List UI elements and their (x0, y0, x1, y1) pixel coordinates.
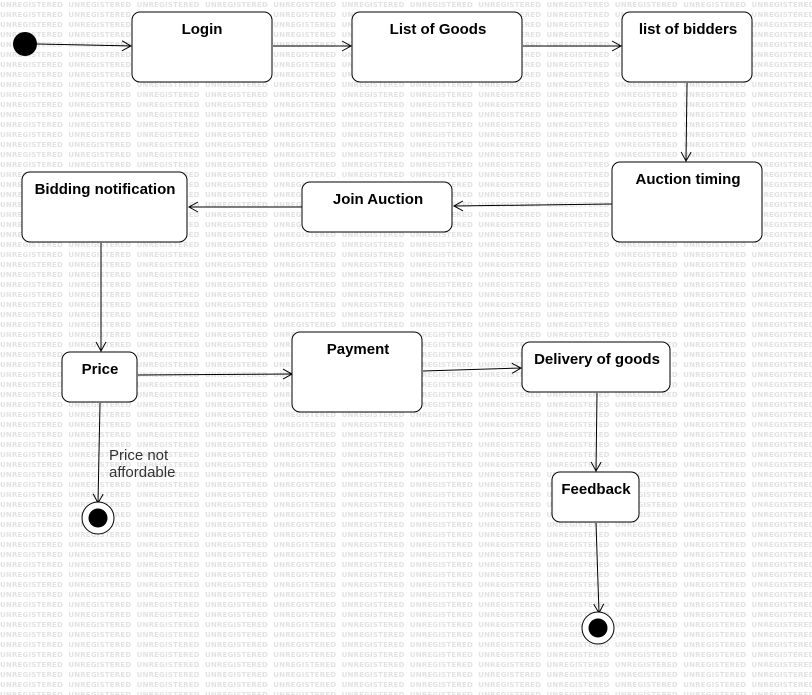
state-payment: Payment (291, 331, 423, 413)
state-label-bidding-notification: Bidding notification (35, 181, 176, 198)
state-list-of-bidders: list of bidders (621, 11, 753, 83)
guard-label-line-1: Price not (109, 447, 169, 464)
edge-price-to-end (92, 402, 104, 505)
state-price: Price (61, 351, 138, 403)
state-bidding-notification: Bidding notification (21, 171, 188, 243)
edge-payment-to-delivery-of-goods (422, 362, 523, 374)
initial-node (13, 32, 37, 56)
state-join-auction: Join Auction (301, 181, 453, 233)
edges (36, 40, 692, 615)
state-label-list-of-bidders: list of bidders (639, 21, 737, 38)
state-label-login: Login (182, 21, 223, 38)
edge-auction-timing-to-join-auction (452, 200, 613, 212)
state-label-delivery-of-goods: Delivery of goods (534, 351, 660, 368)
guard-price-not-affordable: Price not affordable (109, 447, 175, 481)
state-feedback: Feedback (551, 471, 640, 523)
state-label-payment: Payment (327, 341, 390, 358)
state-list-of-goods: List of Goods (351, 11, 523, 83)
edge-price-to-payment (137, 368, 294, 380)
edge-list-of-bidders-to-auction-timing (680, 82, 692, 163)
state-label-list-of-goods: List of Goods (390, 21, 487, 38)
final-node-feedback (581, 611, 615, 645)
state-label-join-auction: Join Auction (333, 191, 423, 208)
final-node-price (81, 501, 115, 535)
state-auction-timing: Auction timing (611, 161, 763, 243)
state-login: Login (131, 11, 273, 83)
edge-delivery-of-goods-to-feedback (590, 392, 602, 473)
edge-feedback-to-end (593, 522, 605, 615)
state-label-feedback: Feedback (561, 481, 631, 498)
edge-start-to-login (36, 40, 133, 52)
state-label-price: Price (82, 361, 119, 378)
guard-label-line-2: affordable (109, 464, 175, 481)
state-delivery-of-goods: Delivery of goods (521, 341, 671, 393)
state-label-auction-timing: Auction timing (636, 171, 741, 188)
